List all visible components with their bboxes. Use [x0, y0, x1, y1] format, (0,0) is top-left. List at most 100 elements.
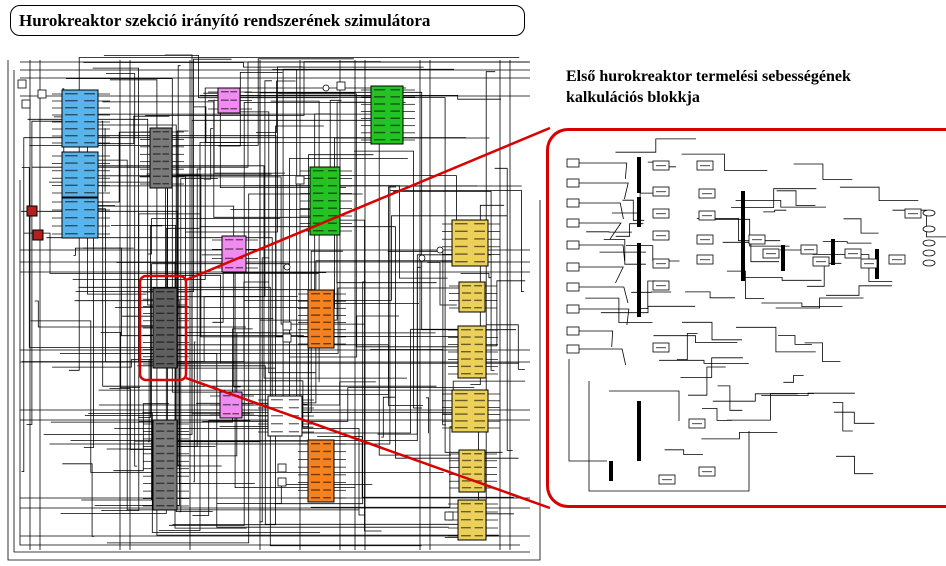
port-label-mark	[167, 305, 174, 306]
port-label-mark	[313, 208, 324, 209]
yellow-subsystem-block	[449, 282, 497, 312]
port-label-mark	[475, 366, 483, 367]
port-label-mark	[328, 200, 337, 201]
port-label-mark	[390, 118, 400, 119]
port-label-mark	[328, 223, 337, 224]
signal-wire	[69, 58, 519, 371]
detail-wire	[840, 187, 918, 200]
port-label-mark	[390, 132, 400, 133]
port-label-mark	[84, 201, 95, 202]
port-label-mark	[462, 285, 471, 286]
block-label-mark	[892, 259, 902, 260]
junction-dot	[437, 247, 443, 253]
port-label-mark	[167, 430, 174, 431]
red-indicator-block	[27, 206, 37, 216]
detail-source-block	[567, 345, 579, 353]
port-label-mark	[313, 230, 324, 231]
yellow-subsystem-block-body	[452, 390, 488, 432]
block-label-mark	[766, 253, 776, 254]
port-label-mark	[461, 366, 471, 367]
port-label-mark	[475, 519, 483, 520]
port-label-mark	[236, 267, 243, 268]
port-label-mark	[156, 483, 164, 484]
port-label-mark	[84, 209, 95, 210]
port-label-mark	[156, 423, 164, 424]
port-label-mark	[156, 498, 164, 499]
port-label-mark	[461, 503, 471, 504]
detail-wire	[681, 358, 743, 378]
detail-wire	[727, 394, 814, 421]
port-label-mark	[323, 466, 331, 467]
detail-wire	[807, 263, 842, 286]
port-label-mark	[84, 225, 95, 226]
port-label-mark	[156, 363, 164, 364]
detail-wire	[736, 327, 816, 352]
port-label-mark	[474, 261, 485, 262]
port-label-mark	[461, 373, 471, 374]
port-label-mark	[323, 343, 331, 344]
port-label-mark	[162, 146, 169, 147]
port-label-mark	[221, 108, 229, 109]
detail-source-block	[567, 327, 579, 335]
port-label-mark	[232, 413, 239, 414]
port-label-mark	[374, 125, 385, 126]
port-label-mark	[167, 327, 174, 328]
port-label-mark	[374, 110, 385, 111]
port-label-mark	[313, 200, 324, 201]
port-label-mark	[462, 307, 471, 308]
port-label-mark	[65, 225, 78, 226]
port-label-mark	[289, 407, 299, 408]
port-label-mark	[84, 142, 95, 143]
port-label-mark	[225, 267, 233, 268]
port-label-mark	[474, 413, 485, 414]
port-label-mark	[475, 344, 483, 345]
block-label-mark	[692, 423, 702, 424]
port-label-mark	[156, 298, 164, 299]
port-label-mark	[236, 248, 243, 249]
port-label-mark	[475, 373, 483, 374]
port-label-mark	[461, 358, 471, 359]
port-label-mark	[289, 431, 299, 432]
port-label-mark	[474, 473, 482, 474]
block-label-mark	[656, 235, 666, 236]
port-label-mark	[474, 285, 482, 286]
port-label-mark	[156, 475, 164, 476]
detail-callout-line-2: kalkulációs blokkja	[566, 87, 851, 108]
port-label-mark	[65, 114, 78, 115]
detail-wire	[585, 298, 652, 323]
constant-source-block	[283, 322, 291, 330]
detail-wire	[659, 360, 749, 363]
yellow-subsystem-block	[448, 500, 498, 540]
port-label-mark	[474, 223, 485, 224]
port-label-mark	[65, 201, 78, 202]
port-label-mark	[230, 100, 237, 101]
port-label-mark	[84, 107, 95, 108]
port-label-mark	[65, 209, 78, 210]
detail-source-block	[567, 179, 579, 187]
port-label-mark	[328, 193, 337, 194]
port-label-mark	[167, 356, 174, 357]
detail-wire	[569, 359, 607, 461]
port-label-mark	[156, 445, 164, 446]
port-label-mark	[313, 215, 324, 216]
port-label-mark	[162, 168, 169, 169]
port-label-mark	[474, 246, 485, 247]
constant-source-block	[22, 100, 30, 108]
port-label-mark	[462, 453, 471, 454]
blue-subsystem-block-body	[62, 152, 98, 197]
port-label-mark	[84, 233, 95, 234]
detail-output-port	[923, 250, 935, 256]
port-label-mark	[153, 146, 161, 147]
port-label-mark	[474, 393, 485, 394]
signal-wire	[427, 262, 457, 305]
port-label-mark	[323, 497, 331, 498]
port-label-mark	[236, 239, 243, 240]
zoom-line-bottom	[186, 378, 550, 508]
port-label-mark	[461, 329, 471, 330]
detail-wire	[579, 349, 626, 365]
port-label-mark	[162, 153, 169, 154]
port-label-mark	[271, 423, 283, 424]
port-label-mark	[474, 238, 485, 239]
port-label-mark	[153, 168, 161, 169]
port-label-mark	[167, 349, 174, 350]
